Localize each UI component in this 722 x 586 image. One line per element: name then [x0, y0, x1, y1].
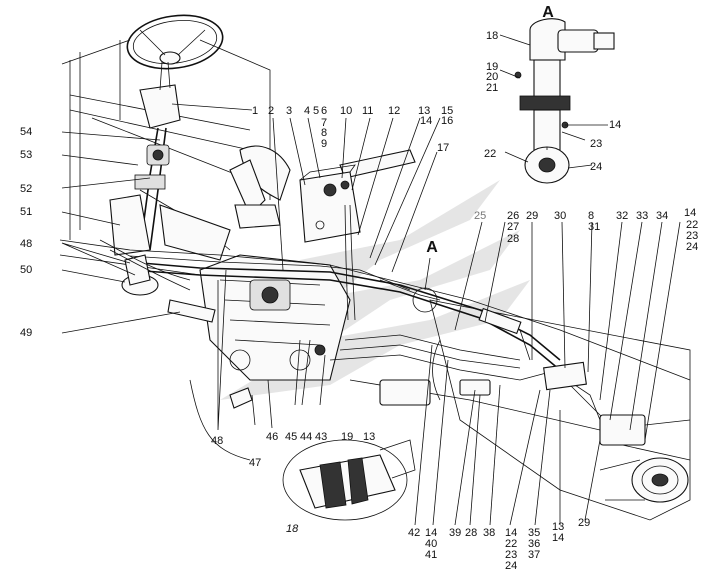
callout-label: 14: [552, 532, 564, 544]
callout-label: 22: [484, 148, 496, 160]
callout-label: 1: [252, 105, 258, 117]
callout-label: 2: [268, 105, 274, 117]
callout-label: 23: [686, 230, 698, 242]
engine-block: [199, 254, 351, 381]
callout-label: 23: [505, 549, 517, 561]
callout-label: 4: [304, 105, 310, 117]
callout-label: 31: [588, 221, 600, 233]
callout-label: 14: [425, 527, 437, 539]
callout-label: 35: [528, 527, 540, 539]
callout-label: 16: [441, 115, 453, 127]
callout-label: 24: [590, 161, 602, 173]
callout-label: 29: [526, 210, 538, 222]
callout-label: 24: [505, 560, 517, 572]
callout-label: 52: [20, 183, 32, 195]
callout-label: 41: [425, 549, 437, 561]
callout-label: 22: [686, 219, 698, 231]
callout-label: 53: [20, 149, 32, 161]
callout-label: 38: [483, 527, 495, 539]
callout-label: 28: [465, 527, 477, 539]
callout-label: 45: [285, 431, 297, 443]
callout-label: 14: [684, 207, 696, 219]
callout-label: 46: [266, 431, 278, 443]
callout-label: 11: [362, 105, 373, 117]
callout-label: 8: [321, 127, 327, 139]
callout-label: 25: [474, 210, 486, 222]
callout-label: 3: [286, 105, 292, 117]
hydraulic-lines: [129, 204, 611, 441]
callout-label: 44: [300, 431, 312, 443]
callout-label: 6: [321, 105, 327, 117]
steering-wheel: [126, 14, 224, 70]
callout-label: 40: [425, 538, 437, 550]
callout-label: 47: [249, 457, 261, 469]
callout-label: 19: [341, 431, 353, 443]
callout-label: 14: [609, 119, 621, 131]
section-marker-a: A: [426, 239, 438, 256]
inset-detail-bottom: [282, 439, 416, 521]
callout-label: 17: [437, 142, 449, 154]
callout-label: 5: [313, 105, 319, 117]
right-side-components: [379, 287, 689, 503]
callout-label: 49: [20, 327, 32, 339]
callout-label: 39: [449, 527, 461, 539]
section-a-letter: A: [426, 239, 438, 256]
callout-label: 18: [286, 523, 299, 535]
labels-left: 54 53 52 51 48 50 49: [20, 126, 32, 339]
callout-label: 32: [616, 210, 628, 222]
callout-label: 7: [321, 117, 327, 129]
callout-label: 14: [420, 115, 432, 127]
callout-label: 30: [554, 210, 566, 222]
labels-bottom: 48 47 46 45 44 43 19 13 18 42 14 40 41 3…: [211, 431, 590, 572]
labels-right: 25 26 27 28 29 30 8 31 32 33 34 14 22 23…: [474, 207, 698, 253]
callout-label: 54: [20, 126, 32, 138]
callout-label: 50: [20, 264, 32, 276]
callout-label: 28: [507, 233, 519, 245]
callout-label: 10: [340, 105, 352, 117]
callout-label: 24: [686, 241, 698, 253]
callout-label: 48: [211, 435, 223, 447]
callout-label: 13: [418, 105, 430, 117]
callout-label: 8: [588, 210, 594, 222]
callout-label: 48: [20, 238, 32, 250]
callout-label: 23: [590, 138, 602, 150]
callout-label: 13: [363, 431, 375, 443]
callout-label: 34: [656, 210, 668, 222]
callout-label: 9: [321, 138, 327, 150]
labels-top: 1 2 3 4 5 6 7 8 9 10 11 12 13 14 15 16 1…: [252, 105, 453, 154]
callout-label: 13: [552, 521, 564, 533]
callout-label: 27: [507, 221, 519, 233]
callout-label: 43: [315, 431, 327, 443]
callout-label: 37: [528, 549, 540, 561]
left-components: [99, 239, 253, 409]
callout-label: 26: [507, 210, 519, 222]
callout-label: 33: [636, 210, 648, 222]
callout-label: 19: [486, 61, 498, 73]
callout-label: 12: [388, 105, 400, 117]
callout-label: 20: [486, 71, 498, 83]
labels-detail-a: A 18 19 20 21 14 23 22 24: [484, 4, 621, 173]
leader-lines: [61, 34, 681, 526]
callout-label: 21: [486, 82, 498, 94]
view-a-title: A: [542, 4, 554, 21]
callout-label: 14: [505, 527, 517, 539]
detail-view-a: [514, 18, 615, 184]
callout-label: 18: [486, 30, 498, 42]
callout-label: 42: [408, 527, 420, 539]
callout-label: 36: [528, 538, 540, 550]
callout-label: 22: [505, 538, 517, 550]
callout-label: 51: [20, 206, 32, 218]
cab-frame: [61, 39, 271, 240]
callout-label: 15: [441, 105, 453, 117]
callout-label: 29: [578, 517, 590, 529]
